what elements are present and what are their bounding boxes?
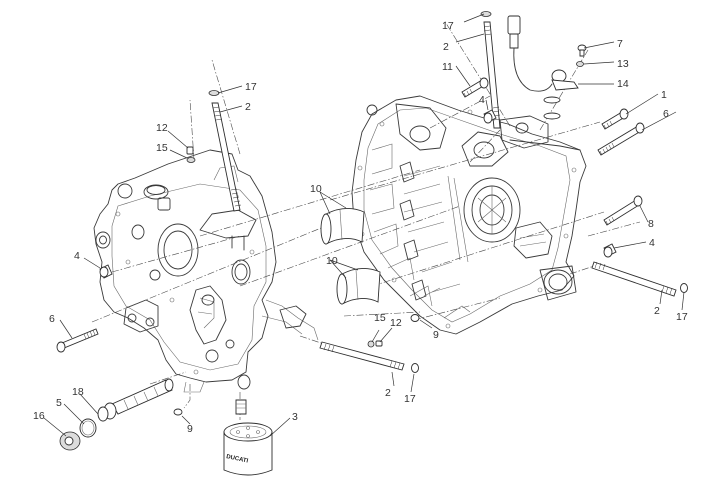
o-ring-center [411,363,419,373]
callout-17: 17 [442,20,454,32]
callout-9: 9 [433,329,439,341]
callout-7: 7 [617,38,623,50]
o-ring-left [173,408,183,416]
screw-6-right [597,122,645,156]
callout-12: 12 [390,317,402,329]
jet-center [367,340,383,348]
callout-5: 5 [56,397,62,409]
callout-2: 2 [385,387,391,399]
oil-strainer [97,378,174,422]
oil-filter: DUCATI [223,422,273,476]
callout-2: 2 [654,305,660,317]
callout-10: 10 [310,183,322,195]
callout-2: 2 [245,101,251,113]
callout-18: 18 [72,386,84,398]
callout-15: 15 [374,312,386,324]
callout-11: 11 [442,61,453,73]
callout-6: 6 [663,108,669,120]
screw-11 [461,77,489,98]
drain-plug [59,431,81,451]
callout-16: 16 [33,410,45,422]
dowel-right-upper [483,109,497,124]
callout-4: 4 [74,250,80,262]
screw-8 [603,195,643,226]
callout-4: 4 [649,237,655,249]
callout-13: 13 [617,58,629,70]
stud-left-upper [208,90,242,212]
callout-12: 12 [156,122,168,134]
main-bearing-lower [336,268,381,305]
callout-1: 1 [661,89,667,101]
oil-filter-brand: DUCATI [226,454,249,465]
assembly-center-lines [91,19,641,420]
callout-6: 6 [49,313,55,325]
screw-left [56,328,99,353]
left-crankcase-half [93,149,319,393]
callout-9: 9 [187,423,193,435]
right-crankcase-half [351,95,587,335]
sensor-washer [576,61,584,67]
leader-lines [43,13,685,437]
jet-left [186,146,196,163]
callout-8: 8 [648,218,654,230]
callout-15: 15 [156,142,168,154]
dowel-left [99,264,113,279]
o-ring-right-lower [680,283,688,293]
stud-center-lower [319,341,405,371]
callout-3: 3 [292,411,298,423]
dowel-right-lower [603,243,617,258]
seal-ring [79,418,97,438]
main-bearing-upper [320,208,365,245]
stud-right-upper [480,11,501,129]
stud-right-lower [591,261,677,297]
speed-sensor [507,15,579,120]
callout-4: 4 [479,94,485,106]
screw-1 [601,108,629,130]
oil-filter-nipple [235,399,247,415]
callout-17: 17 [676,311,688,323]
o-ring-right-9 [410,314,420,322]
callout-2: 2 [443,41,449,53]
callout-14: 14 [617,78,629,90]
sensor-screw [577,44,587,57]
callout-10: 10 [326,255,338,267]
callout-17: 17 [245,81,257,93]
callout-17: 17 [404,393,416,405]
callouts: 17 2 12 15 10 10 4 6 18 5 16 9 3 15 12 2… [33,20,688,435]
